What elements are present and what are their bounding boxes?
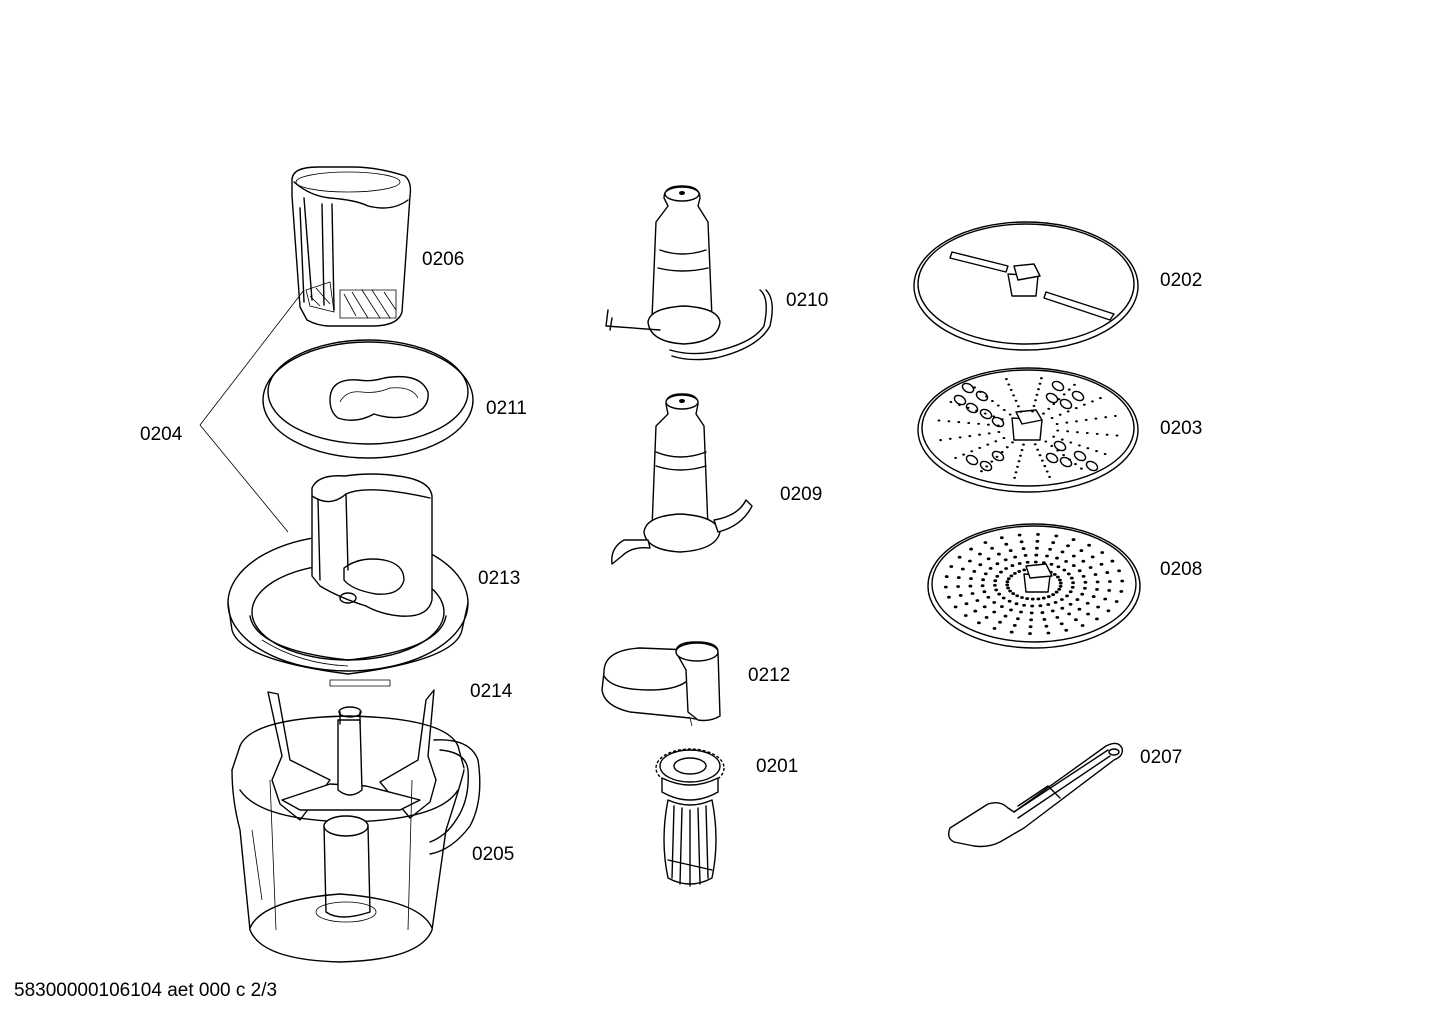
- part-0214-blade-insert: [267, 689, 437, 821]
- label-0211: 0211: [486, 398, 527, 419]
- label-0202: 0202: [1160, 270, 1202, 291]
- label-0204: 0204: [140, 424, 183, 445]
- label-0206: 0206: [422, 249, 464, 270]
- label-0208: 0208: [1160, 559, 1202, 580]
- part-0203-shredding-disc: [917, 367, 1139, 493]
- label-0207: 0207: [1140, 747, 1182, 768]
- part-0202-slicing-disc: [913, 221, 1139, 351]
- part-0206-food-pusher: [291, 166, 412, 327]
- part-0210-dough-hook: [605, 185, 773, 361]
- part-0207-spatula: [947, 742, 1124, 848]
- label-0209: 0209: [780, 484, 822, 505]
- label-0213: 0213: [478, 568, 520, 589]
- label-0205: 0205: [472, 844, 514, 865]
- label-0201: 0201: [756, 756, 798, 777]
- label-0212: 0212: [748, 665, 790, 686]
- part-0208-grater-disc: [927, 523, 1141, 649]
- part-0201-gear: [655, 748, 725, 887]
- part-0209-chopping-blade: [611, 393, 753, 565]
- label-0203: 0203: [1160, 418, 1202, 439]
- part-labels: 0206 0211 0204 0213 0214 0205 0210 0209 …: [140, 249, 1202, 865]
- label-0210: 0210: [786, 290, 828, 311]
- part-0212-drive-adapter: [601, 641, 721, 727]
- part-0205-bowl: [231, 715, 481, 963]
- label-0214: 0214: [470, 681, 513, 702]
- leader-lines-0204: [199, 289, 305, 533]
- document-code-footer: 58300000106104 aet 000 c 2/3: [14, 980, 278, 1001]
- part-0211-lid: [262, 339, 474, 459]
- part-0213-bowl-cover: [227, 473, 469, 687]
